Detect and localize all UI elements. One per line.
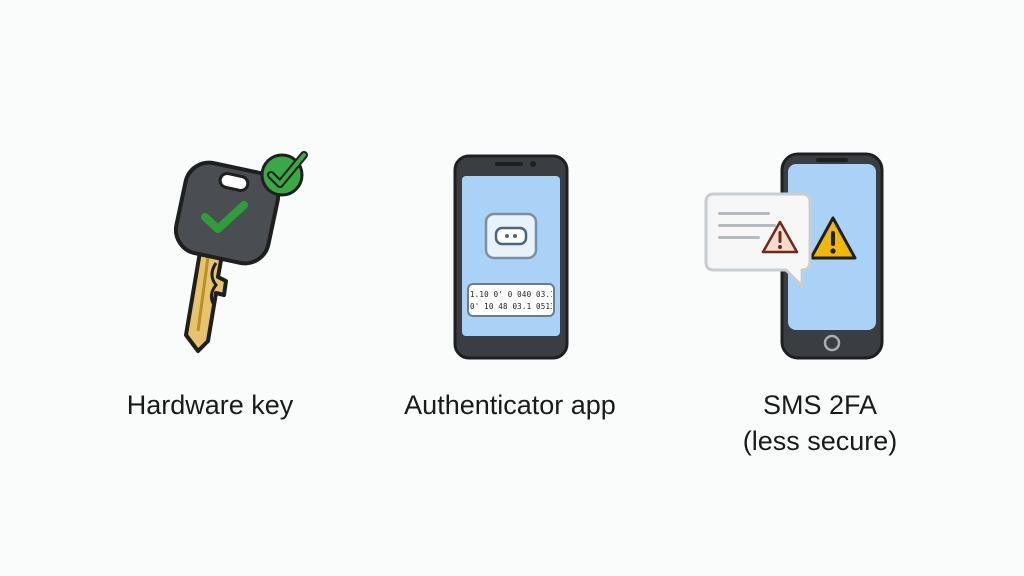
sms-2fa-label-line1: SMS 2FA xyxy=(762,390,878,420)
hardware-key-label: Hardware key xyxy=(126,390,294,420)
hardware-key-icon xyxy=(173,151,308,353)
authenticator-app-item: 1.10 0' 0 040 03.1 3 0' 10 48 03.1 0513 xyxy=(453,154,569,360)
sms-2fa-label: SMS 2FA (less secure) xyxy=(700,387,940,459)
authenticator-phone-icon xyxy=(453,154,569,360)
code-line-2: 0' 10 48 03.1 0513 xyxy=(470,302,552,311)
sms-phone-warning-icon xyxy=(704,152,884,360)
hardware-key-item xyxy=(150,145,320,365)
code-line-1: 1.10 0' 0 040 03.1 3 xyxy=(470,290,552,299)
authenticator-app-label: Authenticator app xyxy=(404,390,616,420)
sms-2fa-item xyxy=(700,150,890,362)
sms-2fa-label-line2: (less secure) xyxy=(742,426,898,456)
